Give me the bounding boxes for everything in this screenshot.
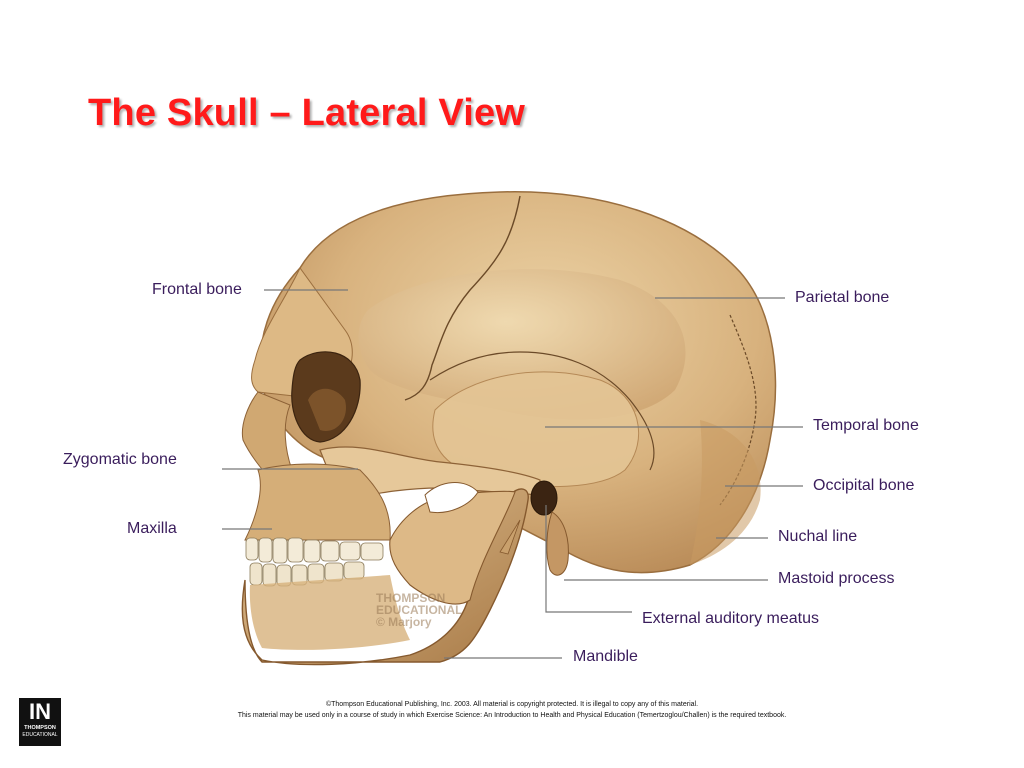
footer-copyright: ©Thompson Educational Publishing, Inc. 2… (325, 701, 699, 708)
watermark-line3: © Marjory (376, 615, 432, 629)
logo-mark: IN (29, 699, 51, 724)
label-temporal-bone: Temporal bone (813, 417, 919, 434)
label-parietal-bone: Parietal bone (795, 289, 890, 306)
label-mastoid-process: Mastoid process (778, 570, 895, 587)
mastoid-shape (546, 511, 569, 576)
auditory-meatus (530, 480, 558, 516)
label-frontal-bone: Frontal bone (152, 281, 242, 298)
logo-line2: EDUCATIONAL (22, 732, 58, 738)
watermark: THOMPSON EDUCATIONAL © Marjory (376, 592, 462, 628)
logo-line1: THOMPSON (24, 725, 56, 731)
footer-usage-note: This material may be used only in a cour… (237, 712, 787, 719)
label-zygomatic-bone: Zygomatic bone (63, 451, 177, 468)
label-mandible: Mandible (573, 648, 638, 665)
watermark-line2: EDUCATIONAL (376, 603, 463, 617)
lower-teeth (249, 561, 365, 587)
thompson-logo: IN THOMPSON EDUCATIONAL (19, 698, 61, 746)
label-nuchal-line: Nuchal line (778, 528, 858, 545)
upper-teeth (245, 537, 384, 564)
watermark-line1: THOMPSON (376, 591, 446, 605)
slide-title: The Skull – Lateral View (88, 92, 526, 134)
label-maxilla: Maxilla (127, 520, 177, 537)
label-external-auditory-meatus: External auditory meatus (642, 610, 819, 627)
maxilla-shape (244, 463, 391, 541)
label-occipital-bone: Occipital bone (813, 477, 915, 494)
